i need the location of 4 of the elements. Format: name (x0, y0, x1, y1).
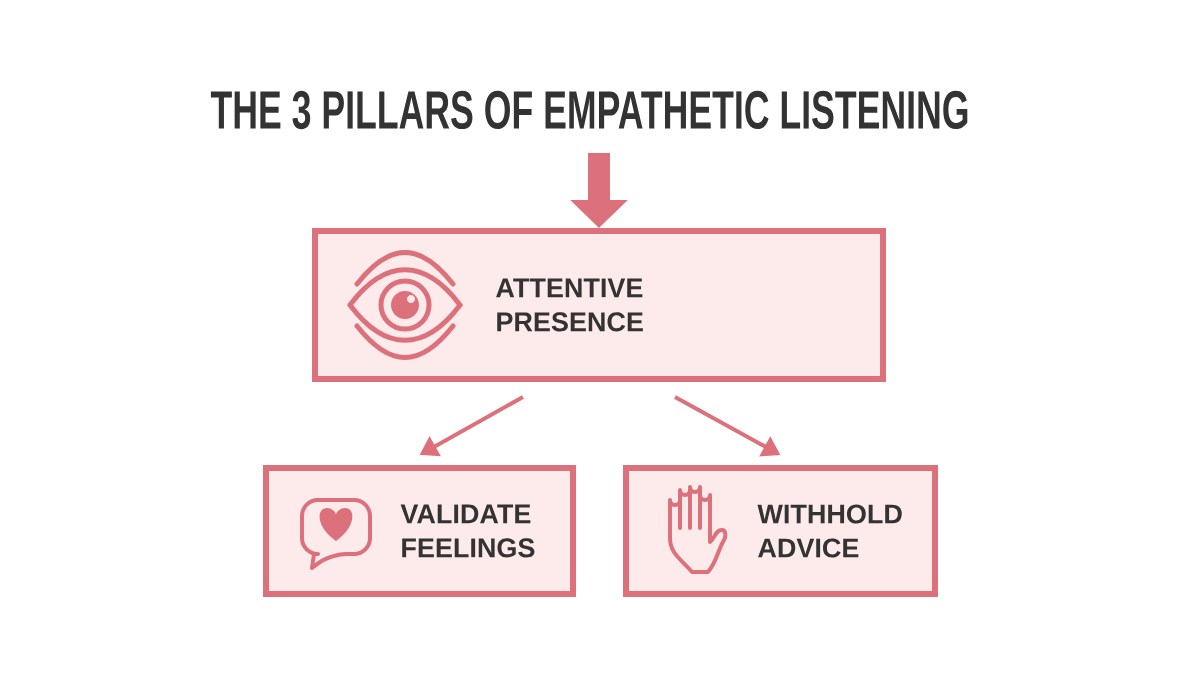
pillar-label: WITHHOLD ADVICE (757, 504, 902, 558)
pillar-label: VALIDATE FEELINGS (400, 504, 535, 558)
title: THE 3 PILLARS OF EMPATHETIC LISTENING (210, 90, 968, 130)
pillar-label: ATTENTIVE PRESENCE (496, 278, 643, 332)
